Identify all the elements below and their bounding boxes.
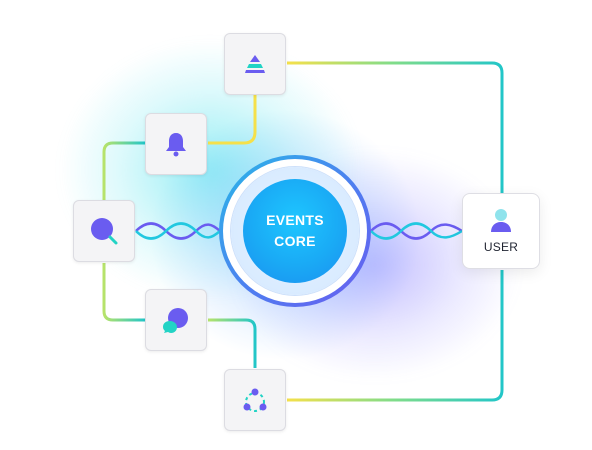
wire-stack-user [287,61,504,193]
wire-share-user [287,270,504,402]
share-network-icon [243,388,267,412]
wire-chat-share [208,318,257,368]
wave-right-cyan [370,222,463,240]
wave-left-cyan [135,222,221,240]
user-node[interactable]: USER [462,193,540,269]
core-title-line1: EVENTS [266,212,324,228]
wire-stack-bell [208,95,257,145]
wave-left-violet [135,222,221,240]
user-label: USER [483,240,519,254]
wire-search-chat [102,263,145,322]
search-icon [91,218,118,245]
bell-icon [166,133,186,157]
bell-node[interactable] [145,113,207,175]
events-core[interactable]: EVENTS CORE [243,179,347,283]
chat-icon [163,308,188,333]
stack-node[interactable] [224,33,286,95]
core-title-line2: CORE [274,233,316,249]
search-node[interactable] [73,200,135,262]
stack-icon [245,55,265,73]
share-node[interactable] [224,369,286,431]
wire-bell-search [102,141,145,200]
wave-right-violet [370,222,463,240]
chat-node[interactable] [145,289,207,351]
user-icon [491,209,511,232]
